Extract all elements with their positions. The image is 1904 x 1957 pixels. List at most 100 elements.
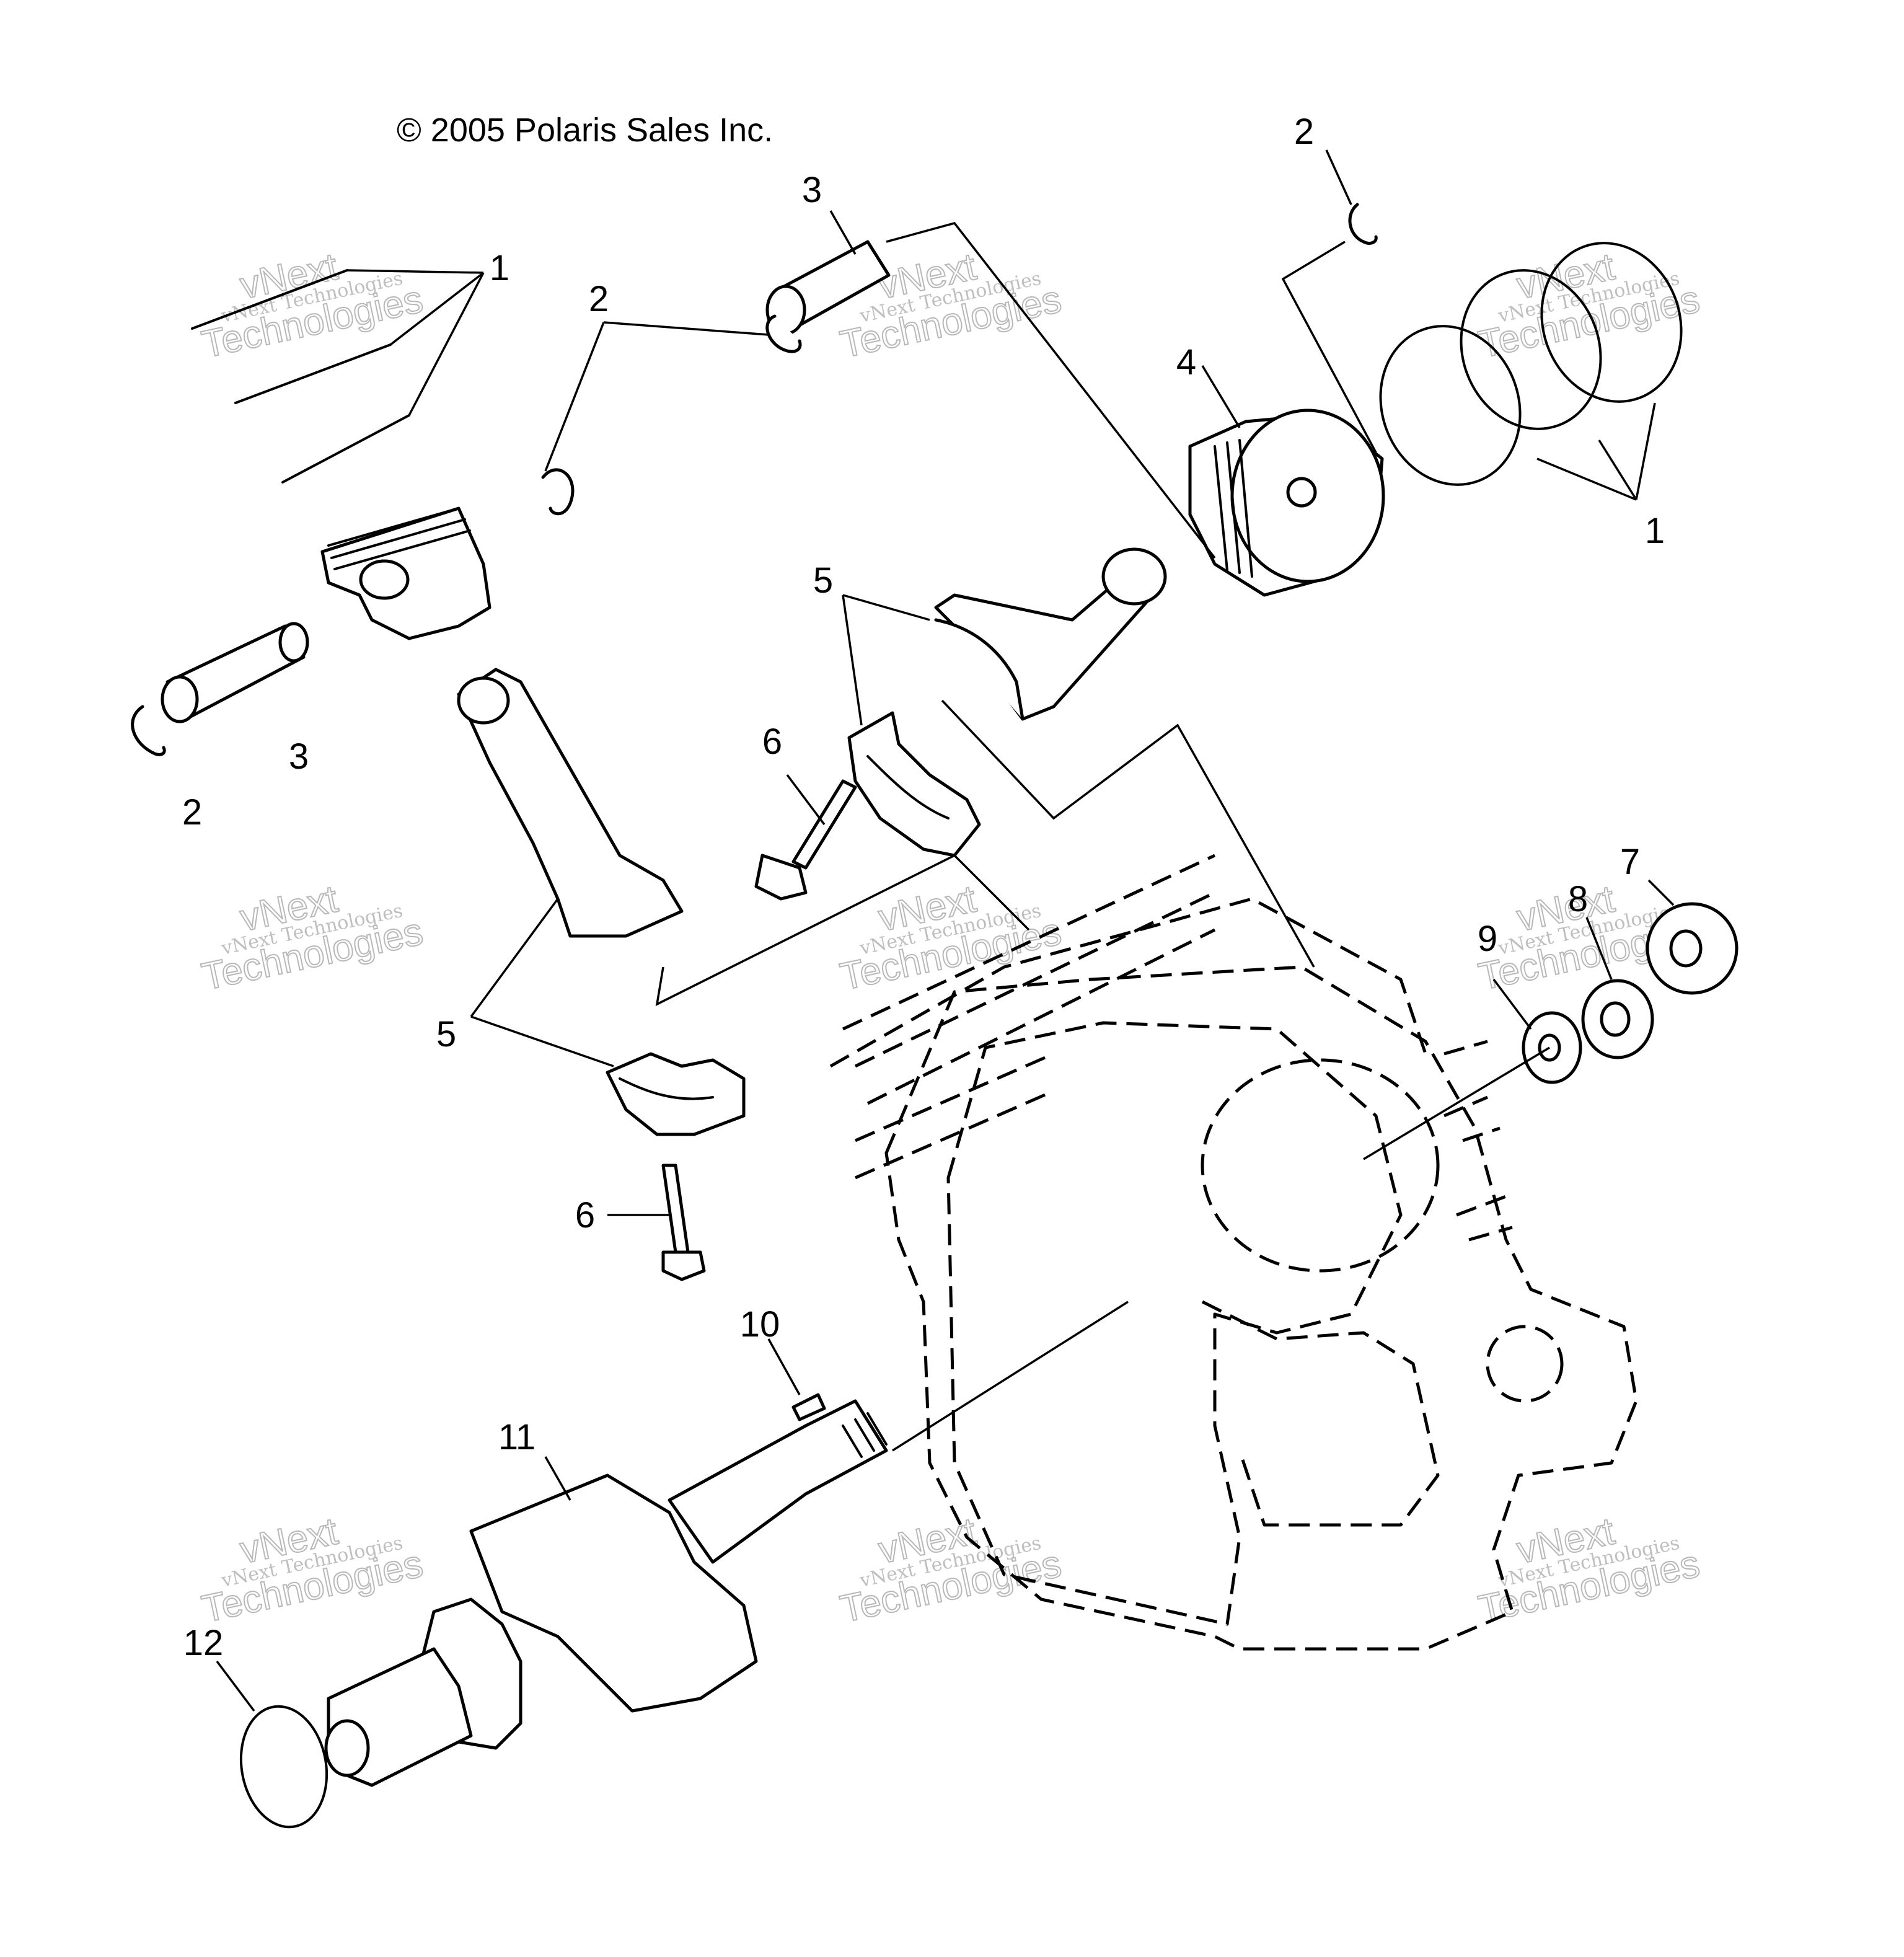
watermark-top-right: vNext Technologies Technologies vNext [1474,245,1704,367]
callout-5: 5 [436,1014,456,1054]
rod-small-end [457,676,510,725]
crankshaft-main-journal [668,1399,888,1564]
bearing-cap-body [847,711,981,857]
callout-3: 3 [802,170,822,210]
connecting-rod-left [457,668,684,938]
piston-ring [191,269,348,330]
callout-11: 11 [498,1417,536,1457]
callout-7: 7 [1620,842,1640,882]
callout-8: 8 [1568,879,1588,919]
engine-block-lower [1201,1300,1440,1527]
circlip-top-center [765,314,802,353]
o-ring [239,1705,328,1829]
leader-lines [216,149,1675,1712]
piston-grooves [327,507,471,570]
lock-washer [1581,979,1654,1059]
wrist-pin-left [161,622,309,723]
leader-crankshaft [544,1456,571,1501]
circlip-left-upper [541,468,575,516]
spacer-bore [1669,929,1703,968]
piston-ring [234,343,392,404]
bolt-shank [661,1164,690,1254]
leader-rod-to-block [655,854,1030,1007]
piston-pin-boss [359,559,410,600]
bearing-cap-shell [619,1077,714,1100]
rod-big-end [934,618,1025,721]
piston-grooves [1214,439,1253,578]
piston-rings-left [191,269,410,484]
piston-ring [1540,242,1683,403]
callout-12: 12 [183,1623,224,1663]
engine-block-bolt-boss [1486,1325,1564,1403]
circlip-top-right [1348,203,1378,245]
callout-6: 6 [762,722,782,762]
leader-bolt-right [786,774,826,826]
rod-small-end [1101,547,1167,606]
callout-2: 2 [1294,112,1314,152]
woodruff-key [791,1393,826,1421]
bolt-left [661,1164,706,1281]
engine-block-bore [1201,1058,1440,1273]
crankshaft-web [469,1473,758,1713]
connecting-rod-right [934,547,1167,721]
watermark-mid-left: vNext Technologies Technologies vNext [198,877,427,999]
copyright-text: © 2005 Polaris Sales Inc. [397,112,773,149]
piston-rings-right [1379,242,1683,486]
callout-2: 2 [182,792,202,833]
leader-clip-right [1281,241,1377,453]
leader-bearing-right [842,594,930,726]
rod-body [457,668,684,938]
wrist-pin-end [278,622,309,663]
leader-oring [216,1660,255,1712]
callout-10: 10 [740,1304,780,1345]
leader-piston [1201,365,1241,428]
engine-block-fins [842,854,1216,1180]
engine-block [829,854,1638,1651]
leader-spacer [1647,879,1675,906]
callout-6: 6 [575,1195,595,1235]
watermark-bottom-left: vNext Technologies Technologies vNext [198,1509,427,1632]
leader-lock-washer [1585,917,1613,980]
wrist-pin-end [161,675,199,723]
bearing-cap-left [606,1052,746,1136]
piston-left [320,506,491,640]
callout-1: 1 [1645,511,1665,551]
engine-block-studs [1443,1040,1513,1242]
crankshaft-thread [842,1412,888,1458]
leader-pin-top [829,210,857,255]
circlip-left-lower [131,705,166,756]
leader-ring-right [1536,402,1656,501]
engine-block-top [829,897,1427,1068]
leader-clip-left-upper [544,321,769,472]
callout-3: 3 [289,736,309,777]
callouts: 1 2 3 2 4 1 5 6 3 2 5 6 7 8 9 10 11 12 [182,112,1665,1663]
leader-key [767,1338,801,1395]
callout-5: 5 [813,560,833,601]
callout-1: 1 [490,248,509,288]
bearing-cap-shell [866,755,950,819]
watermark-mid-center: vNext Technologies Technologies vNext [836,877,1065,999]
engine-block-crankcase [884,965,1638,1651]
piston-ring [1460,269,1602,430]
crankshaft-stub-end [324,1719,370,1777]
leader-washer [1492,978,1532,1030]
crankshaft [324,1399,888,1787]
leader-ring-left [346,269,485,416]
bearing-cap-body [606,1052,746,1136]
watermark-bottom-right: vNext Technologies Technologies vNext [1474,1509,1704,1632]
spacer [1646,902,1739,995]
piston-ring [281,414,410,484]
piston-right [1188,409,1385,597]
watermark-bottom-center: vNext Technologies Technologies vNext [836,1509,1065,1632]
callout-2: 2 [589,279,609,319]
piston-ring [1379,325,1522,486]
piston-pin-hole [1286,477,1317,508]
engine-block-inner [946,1021,1403,1626]
leader-main-axis [892,1046,1550,1452]
leader-clip-top-right [1325,149,1352,205]
bolt-head [661,1250,706,1281]
leader-rod-right-to-block [941,699,1315,968]
callout-4: 4 [1176,342,1196,382]
watermarks: vNext Technologies Technologies vNext vN… [198,245,1704,1632]
